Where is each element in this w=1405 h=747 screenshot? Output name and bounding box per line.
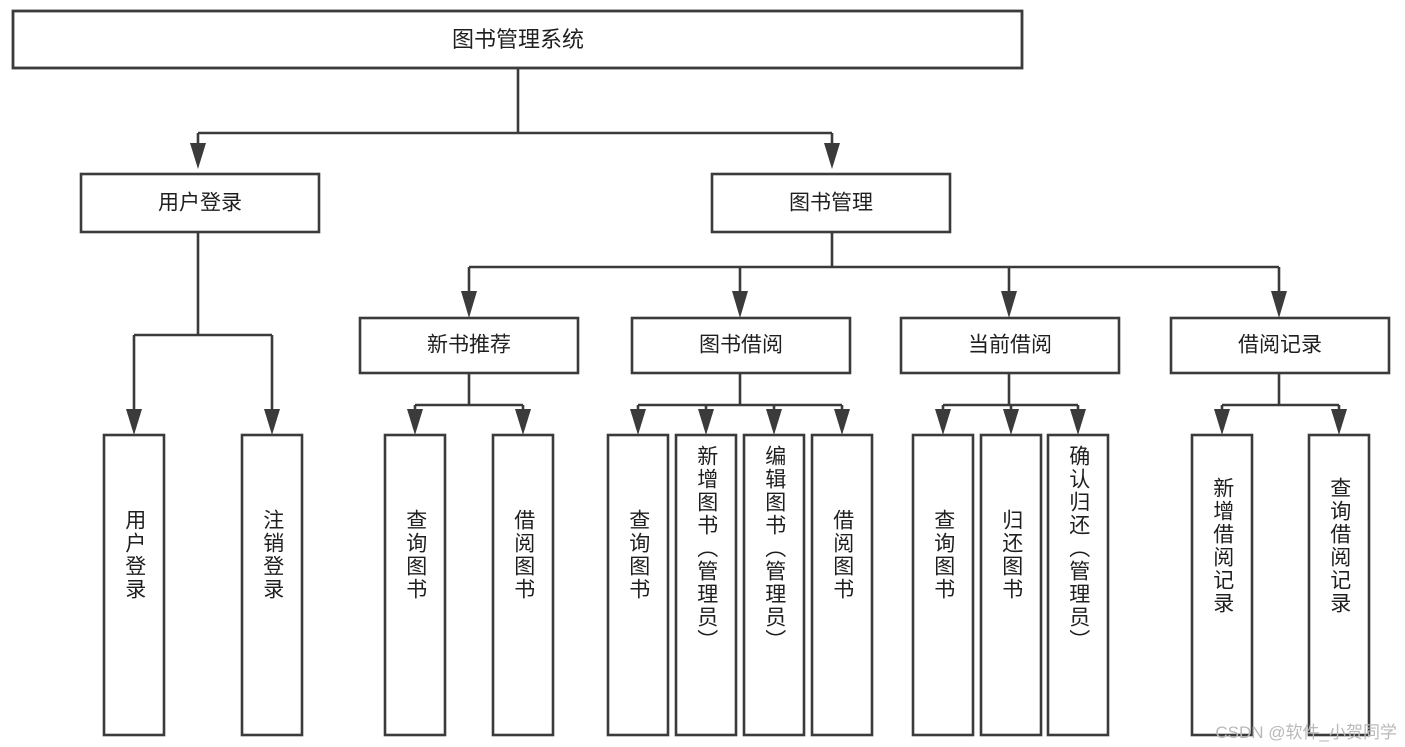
node-borrow-record[interactable]: 借阅记录 (1169, 316, 1391, 375)
leaf-boxes-book-borrow (606, 433, 874, 737)
arrow-head-leaf-cb-2 (1070, 409, 1086, 435)
arrow-head-leaf-bb-1 (698, 409, 714, 435)
connector-group-book-manage (461, 232, 1287, 318)
leaf-box-br-0[interactable] (1190, 433, 1254, 737)
node-borrow-record-box[interactable] (1169, 316, 1391, 375)
node-current-borrow-label: 当前借阅 (968, 334, 1052, 357)
arrow-head-leaf-user-login-0 (126, 409, 142, 435)
node-new-book-recommend-box[interactable] (358, 316, 580, 375)
leaf-box-nbr-1[interactable] (491, 433, 555, 737)
leaf-boxes-current-borrow (911, 433, 1110, 737)
leaf-box-cb-0[interactable] (911, 433, 975, 737)
arrow-head-borrow-record (1271, 291, 1287, 318)
arrow-head-leaf-user-login-1 (264, 409, 280, 435)
node-user-login-label: 用户登录 (158, 192, 242, 215)
leaf-box-bb-0[interactable] (606, 433, 670, 737)
arrow-head-leaf-br-0 (1214, 409, 1230, 435)
node-new-book-recommend[interactable]: 新书推荐 (358, 316, 580, 375)
arrow-head-leaf-cb-1 (1003, 409, 1019, 435)
arrow-head-leaf-nbr-0 (407, 409, 423, 435)
leaf-box-nbr-0[interactable] (383, 433, 447, 737)
leaf-box-cb-2[interactable] (1046, 433, 1110, 737)
leaf-box-br-1[interactable] (1307, 433, 1371, 737)
arrow-head-leaf-bb-0 (630, 409, 646, 435)
arrow-head-current-borrow (1001, 291, 1017, 318)
leaf-box-user-login-1[interactable] (240, 433, 304, 737)
leaf-box-bb-3[interactable] (810, 433, 874, 737)
node-book-manage-box[interactable] (710, 172, 952, 234)
arrow-head-leaf-nbr-1 (515, 409, 531, 435)
node-root-box[interactable] (11, 9, 1024, 70)
connector-group-root (190, 68, 840, 169)
node-new-book-recommend-label: 新书推荐 (427, 334, 511, 357)
connector-group-new-book-recommend (407, 373, 531, 435)
arrow-head-user-login (190, 143, 206, 169)
arrow-head-leaf-bb-2 (766, 409, 782, 435)
arrow-head-leaf-br-1 (1331, 409, 1347, 435)
arrow-head-new-book-recommend (461, 291, 477, 318)
node-book-borrow-label: 图书借阅 (699, 334, 783, 357)
connector-group-book-borrow (630, 373, 850, 435)
node-user-login[interactable]: 用户登录 (79, 172, 321, 234)
connector-group-user-login (126, 232, 280, 435)
leaf-box-cb-1[interactable] (979, 433, 1043, 737)
arrow-head-leaf-bb-3 (834, 409, 850, 435)
arrow-head-book-manage (824, 143, 840, 169)
connector-group-borrow-record (1214, 373, 1347, 435)
leaf-boxes-user-login (102, 433, 304, 737)
leaf-box-bb-1[interactable] (674, 433, 738, 737)
node-root[interactable]: 图书管理系统 (11, 9, 1024, 70)
connector-group-current-borrow (935, 373, 1086, 435)
node-current-borrow-box[interactable] (899, 316, 1121, 375)
node-book-manage[interactable]: 图书管理 (710, 172, 952, 234)
arrow-head-leaf-cb-0 (935, 409, 951, 435)
node-current-borrow[interactable]: 当前借阅 (899, 316, 1121, 375)
node-book-borrow[interactable]: 图书借阅 (630, 316, 852, 375)
arrow-head-book-borrow (732, 291, 748, 318)
node-borrow-record-label: 借阅记录 (1238, 334, 1322, 357)
leaf-boxes-new-book-recommend (383, 433, 555, 737)
leaf-boxes-borrow-record (1190, 433, 1371, 737)
leaf-box-user-login-0[interactable] (102, 433, 166, 737)
leaf-box-bb-2[interactable] (742, 433, 806, 737)
node-user-login-box[interactable] (79, 172, 321, 234)
node-book-borrow-box[interactable] (630, 316, 852, 375)
node-root-label: 图书管理系统 (452, 27, 584, 52)
node-book-manage-label: 图书管理 (789, 192, 873, 215)
